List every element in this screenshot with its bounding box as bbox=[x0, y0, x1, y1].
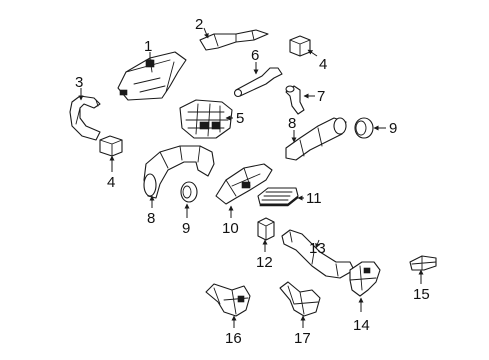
callout-6: 6 bbox=[251, 47, 259, 64]
part-2-upper-duct bbox=[199, 29, 269, 51]
part-14-rear-duct bbox=[349, 261, 381, 297]
callout-labels: 1 2 3 4 4 5 6 7 8 8 9 9 10 11 12 13 14 1… bbox=[75, 16, 430, 347]
callout-3: 3 bbox=[75, 74, 83, 91]
part-8-duct-right bbox=[285, 117, 347, 161]
callout-1: 1 bbox=[144, 38, 152, 55]
part-17-rear-outlet bbox=[279, 281, 321, 317]
callout-4-upper: 4 bbox=[319, 56, 327, 73]
part-1-main-duct bbox=[117, 51, 187, 101]
callout-15: 15 bbox=[413, 286, 430, 303]
callout-13: 13 bbox=[309, 240, 326, 257]
callout-12: 12 bbox=[256, 254, 273, 271]
part-13-floor-duct bbox=[281, 229, 355, 279]
callout-17: 17 bbox=[294, 330, 311, 347]
callout-11: 11 bbox=[306, 190, 322, 207]
callout-10: 10 bbox=[222, 220, 239, 237]
callout-4-lower: 4 bbox=[107, 174, 115, 191]
leader-13 bbox=[315, 239, 320, 249]
part-11-register-grille bbox=[257, 187, 299, 207]
callout-8-right: 8 bbox=[288, 115, 296, 132]
part-5-outlet-housing bbox=[179, 99, 233, 139]
callout-8-left: 8 bbox=[147, 210, 155, 227]
callout-9-right: 9 bbox=[389, 120, 397, 137]
leader-lines bbox=[78, 27, 424, 328]
callout-14: 14 bbox=[353, 317, 370, 334]
part-6-tube bbox=[233, 67, 283, 98]
part-10-outlet-duct bbox=[215, 163, 273, 205]
part-3-side-duct bbox=[69, 95, 101, 141]
part-16-rear-outlet bbox=[205, 283, 251, 317]
part-8-duct-left bbox=[143, 145, 215, 199]
part-12-bracket bbox=[257, 217, 275, 241]
callout-5: 5 bbox=[236, 110, 244, 127]
part-9-grommet-right bbox=[354, 117, 374, 139]
callout-16: 16 bbox=[225, 330, 242, 347]
callout-7: 7 bbox=[317, 88, 325, 105]
part-7-elbow bbox=[285, 85, 305, 115]
callout-9-left: 9 bbox=[182, 220, 190, 237]
leader-4-upper bbox=[307, 49, 318, 57]
part-4-end-cap-lower bbox=[99, 135, 123, 157]
part-9-grommet-left bbox=[180, 181, 198, 203]
callout-2: 2 bbox=[195, 16, 203, 33]
part-4-end-cap-upper bbox=[289, 35, 311, 57]
part-15-connector bbox=[409, 255, 437, 271]
leader-2 bbox=[203, 27, 209, 39]
